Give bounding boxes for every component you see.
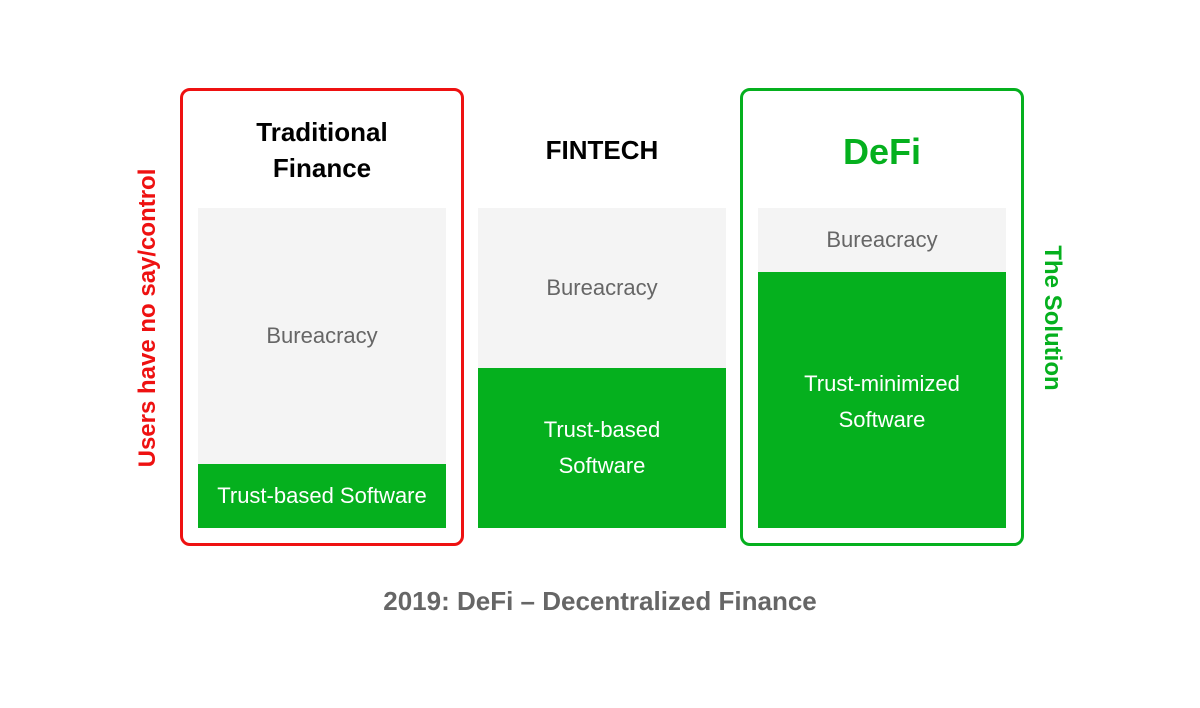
- traditional-bureaucracy-block: Bureacracy: [198, 208, 446, 464]
- software-label-line: Software: [838, 407, 926, 432]
- heading-line: FINTECH: [545, 135, 659, 165]
- fintech-software-block: Trust-based Software: [478, 368, 726, 528]
- solution-label: The Solution: [1039, 245, 1066, 391]
- bureaucracy-label: Bureacracy: [266, 323, 378, 348]
- software-label: Trust-based Software: [544, 412, 661, 484]
- defi-software-block: Trust-minimized Software: [758, 272, 1006, 528]
- heading-line: DeFi: [842, 131, 921, 172]
- heading-line: Finance: [272, 153, 372, 183]
- fintech-bureaucracy-block: Bureacracy: [478, 208, 726, 368]
- users-no-control-label: Users have no say/control: [134, 168, 161, 468]
- software-label-line: Trust-minimized: [804, 371, 960, 396]
- fintech-heading: FINTECH: [478, 132, 726, 168]
- software-label: Trust-minimized Software: [804, 366, 960, 438]
- bureaucracy-label: Bureacracy: [546, 275, 658, 300]
- defi-heading: DeFi: [758, 130, 1006, 174]
- bureaucracy-label: Bureacracy: [826, 227, 938, 252]
- software-label-line: Software: [558, 453, 646, 478]
- defi-highlight-frame: [740, 88, 1024, 546]
- software-label: Trust-based Software: [217, 483, 427, 508]
- traditional-finance-heading: Traditional Finance: [198, 114, 446, 186]
- heading-line: Traditional: [256, 117, 388, 147]
- traditional-software-block: Trust-based Software: [198, 464, 446, 528]
- diagram-caption: 2019: DeFi – Decentralized Finance: [383, 586, 817, 616]
- defi-bureaucracy-block: Bureacracy: [758, 208, 1006, 272]
- software-label-line: Trust-based: [543, 417, 661, 442]
- traditional-finance-highlight-frame: [180, 88, 464, 546]
